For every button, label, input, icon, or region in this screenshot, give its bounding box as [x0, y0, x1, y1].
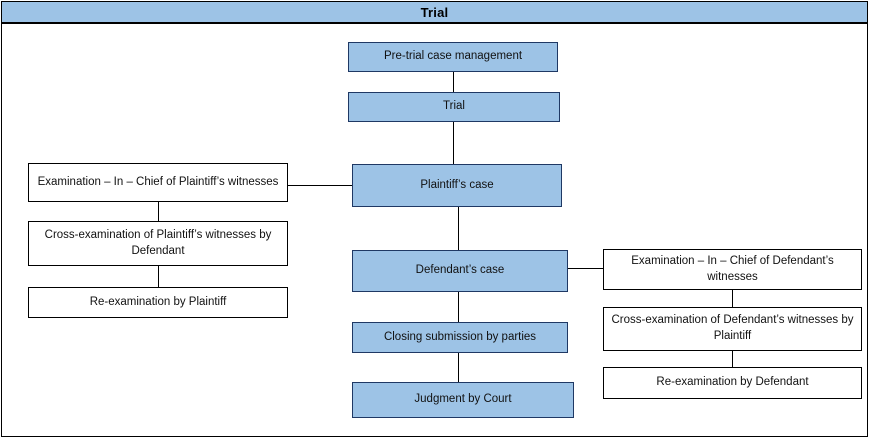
node-label: Re-examination by Defendant — [656, 376, 809, 389]
node-label: Defendant’s case — [415, 264, 505, 277]
node-label: Cross-examination of Plaintiff’s witness… — [44, 228, 272, 257]
node-cross-examination-defendant-witnesses[interactable]: Cross-examination of Defendant’s witness… — [603, 307, 862, 351]
node-closing-submission-by-parties[interactable]: Closing submission by parties — [352, 322, 568, 353]
edge-left-cross-to-reexam — [158, 266, 159, 287]
node-label: Examination – In – Chief of Defendant’s … — [631, 254, 834, 283]
edge-pretrial-to-trial — [453, 72, 454, 92]
node-label: Re-examination by Plaintiff — [89, 295, 227, 308]
node-label: Cross-examination of Defendant’s witness… — [611, 314, 854, 342]
edge-right-cross-to-reexam — [732, 351, 733, 367]
edge-plaintiffs-case-to-left-branch — [288, 185, 352, 186]
node-judgment-by-court[interactable]: Judgment by Court — [352, 382, 574, 418]
edge-defendants-case-to-closing-submission — [458, 292, 459, 322]
node-defendants-case[interactable]: Defendant’s case — [352, 250, 568, 292]
node-label: Closing submission by parties — [383, 330, 537, 343]
node-re-examination-by-plaintiff[interactable]: Re-examination by Plaintiff — [28, 287, 288, 318]
diagram-title-bar: Trial — [2, 2, 867, 24]
node-pre-trial-case-management[interactable]: Pre-trial case management — [348, 42, 558, 72]
node-label: Judgment by Court — [414, 393, 512, 406]
node-label: Pre-trial case management — [383, 50, 523, 63]
node-trial[interactable]: Trial — [348, 92, 560, 122]
node-label: Examination – In – Chief of Plaintiff’s … — [37, 175, 279, 188]
edge-defendants-case-to-right-branch — [568, 268, 603, 269]
node-label: Plaintiff’s case — [420, 178, 494, 191]
edge-plaintiffs-case-to-defendants-case — [458, 207, 459, 250]
node-label: Trial — [443, 100, 465, 113]
edge-right-exam-to-cross — [732, 290, 733, 307]
node-examination-in-chief-defendant[interactable]: Examination – In – Chief of Defendant’s … — [603, 249, 862, 290]
node-re-examination-by-defendant[interactable]: Re-examination by Defendant — [603, 367, 862, 399]
node-examination-in-chief-plaintiff[interactable]: Examination – In – Chief of Plaintiff’s … — [28, 163, 288, 202]
diagram-title: Trial — [420, 4, 449, 20]
node-plaintiffs-case[interactable]: Plaintiff’s case — [352, 164, 562, 207]
edge-trial-to-plaintiffs-case — [453, 122, 454, 164]
node-cross-examination-plaintiff-witnesses[interactable]: Cross-examination of Plaintiff’s witness… — [28, 221, 288, 266]
edge-left-exam-to-cross — [158, 202, 159, 221]
diagram-outer-frame — [1, 1, 868, 437]
edge-closing-submission-to-judgment — [458, 353, 459, 382]
